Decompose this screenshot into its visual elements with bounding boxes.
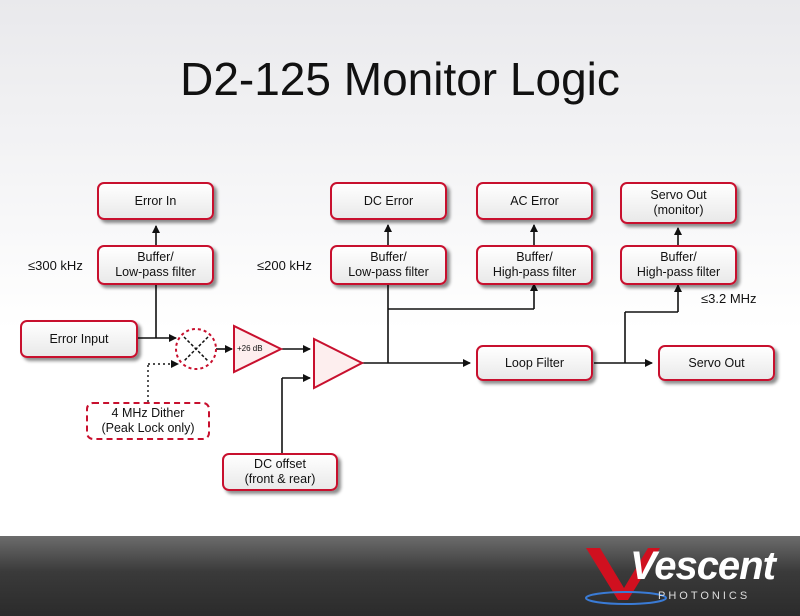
ac-error-block: AC Error	[476, 182, 593, 220]
mixer-cross-b	[183, 336, 209, 362]
servo-out-monitor-block: Servo Out (monitor)	[620, 182, 737, 224]
bandwidth-label-3-2mhz: ≤3.2 MHz	[701, 291, 757, 306]
bandwidth-label-200khz: ≤200 kHz	[257, 258, 312, 273]
vescent-logo: Vescent PHOTONICS	[560, 540, 796, 612]
servo-out-block: Servo Out	[658, 345, 775, 381]
error-input-block: Error Input	[20, 320, 138, 358]
buffer-highpass-block-1: Buffer/ High-pass filter	[476, 245, 593, 285]
gain-label: +26 dB	[237, 344, 263, 353]
dc-offset-block: DC offset (front & rear)	[222, 453, 338, 491]
error-in-block: Error In	[97, 182, 214, 220]
page-title: D2-125 Monitor Logic	[180, 53, 620, 105]
gain-amplifier	[233, 324, 284, 374]
bandwidth-label-300khz: ≤300 kHz	[28, 258, 83, 273]
buffer-lowpass-block-2: Buffer/ Low-pass filter	[330, 245, 447, 285]
footer-bar	[0, 536, 800, 616]
loop-filter-block: Loop Filter	[476, 345, 593, 381]
logo-brand: Vescent	[630, 544, 776, 588]
mixer-symbol	[175, 328, 217, 370]
logo-swoosh-icon	[585, 548, 667, 605]
buffer-highpass-block-2: Buffer/ High-pass filter	[620, 245, 737, 285]
summing-amplifier	[313, 337, 365, 390]
dither-block: 4 MHz Dither (Peak Lock only)	[86, 402, 210, 440]
dc-error-block: DC Error	[330, 182, 447, 220]
logo-subtitle: PHOTONICS	[658, 590, 751, 602]
buffer-lowpass-block-1: Buffer/ Low-pass filter	[97, 245, 214, 285]
mixer-circle	[175, 328, 217, 370]
